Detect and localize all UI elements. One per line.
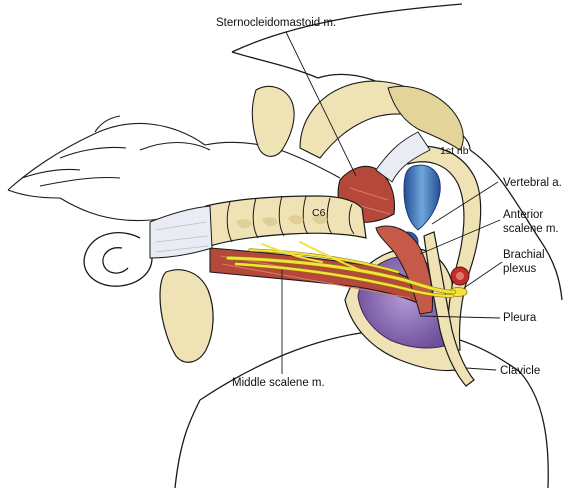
lower-left-bone	[159, 269, 214, 363]
cervical-spine	[149, 195, 367, 259]
ear	[83, 232, 153, 287]
label-brachial-plexus-1: Brachial	[503, 249, 545, 261]
label-pleura: Pleura	[503, 312, 537, 324]
body-outline	[174, 3, 563, 488]
label-sternocleidomastoid: Sternocleidomastoid m.	[216, 17, 337, 29]
mandible	[251, 73, 471, 159]
label-clavicle: Clavicle	[500, 365, 541, 377]
label-vertebral-artery: Vertebral a.	[503, 177, 562, 189]
leader-lines	[281, 31, 503, 374]
label-anterior-scalene-1: Anterior	[503, 209, 544, 221]
label-brachial-plexus-2: plexus	[503, 263, 537, 275]
label-c6: C6	[312, 207, 326, 219]
internal-jugular-vein	[403, 164, 441, 231]
brachial-plexus-nerves	[225, 241, 457, 298]
label-anterior-scalene-2: scalene m.	[503, 223, 559, 235]
label-middle-scalene: Middle scalene m.	[232, 377, 325, 389]
label-first-rib: 1st rib	[440, 145, 469, 157]
